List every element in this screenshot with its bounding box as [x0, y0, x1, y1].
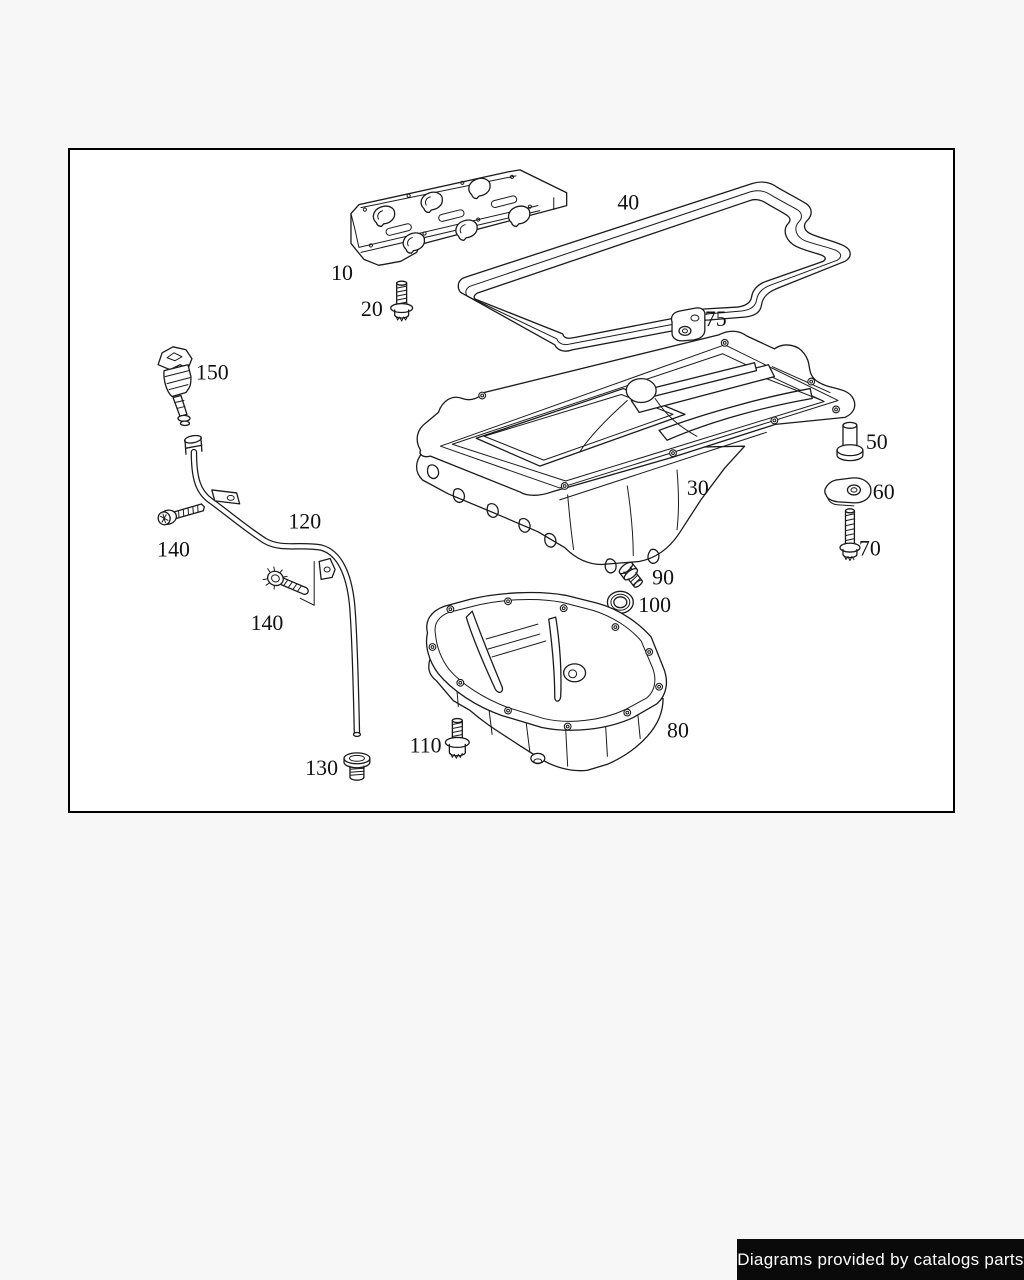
part-60-bracket-drawing	[825, 478, 871, 506]
part-110-screw-drawing	[445, 719, 469, 759]
part-50-plug-bolt-drawing	[837, 422, 863, 460]
callout-130: 130	[305, 756, 338, 780]
watermark-text: Diagrams provided by catalogs parts	[737, 1249, 1024, 1269]
callout-100: 100	[638, 593, 671, 617]
callout-90: 90	[652, 565, 674, 589]
part-130-drain-plug-drawing	[344, 753, 370, 780]
callout-75: 75	[705, 307, 727, 331]
part-80-lower-oil-pan-drawing	[427, 593, 667, 771]
part-120-guide-tube-drawing	[184, 434, 360, 736]
callout-10: 10	[331, 261, 353, 285]
part-10-baffle-plate-drawing	[351, 170, 567, 265]
callout-110: 110	[410, 733, 442, 757]
callout-150: 150	[196, 361, 229, 385]
watermark-bar: Diagrams provided by catalogs parts	[737, 1239, 1024, 1280]
part-70-long-screw-drawing	[840, 509, 860, 561]
callout-40: 40	[617, 191, 639, 215]
callout-30: 30	[687, 476, 709, 500]
parts-diagram: 10 20 40 75 30 50 60 70 90 100 80 110 13…	[157, 150, 895, 811]
part-150-dipstick-drawing	[158, 347, 192, 426]
part-30-upper-oil-pan-drawing	[417, 331, 855, 575]
callout-60: 60	[873, 480, 895, 504]
callout-140b: 140	[251, 611, 284, 635]
callout-140b-leader-line	[300, 562, 314, 606]
part-90-hex-plug-drawing	[618, 560, 646, 590]
callout-120: 120	[288, 510, 321, 534]
callout-80: 80	[667, 718, 689, 742]
callout-140a: 140	[157, 538, 190, 562]
callout-70: 70	[859, 537, 881, 561]
part-140b-screw-drawing	[261, 565, 312, 602]
callout-20: 20	[361, 297, 383, 321]
part-20-screw-drawing	[391, 281, 413, 321]
part-75-bracket-drawing	[672, 308, 705, 341]
callout-50: 50	[866, 430, 888, 454]
part-100-seal-ring-drawing	[607, 591, 633, 613]
part-140a-screw-drawing	[157, 500, 207, 527]
diagram-frame: 10 20 40 75 30 50 60 70 90 100 80 110 13…	[68, 148, 955, 813]
